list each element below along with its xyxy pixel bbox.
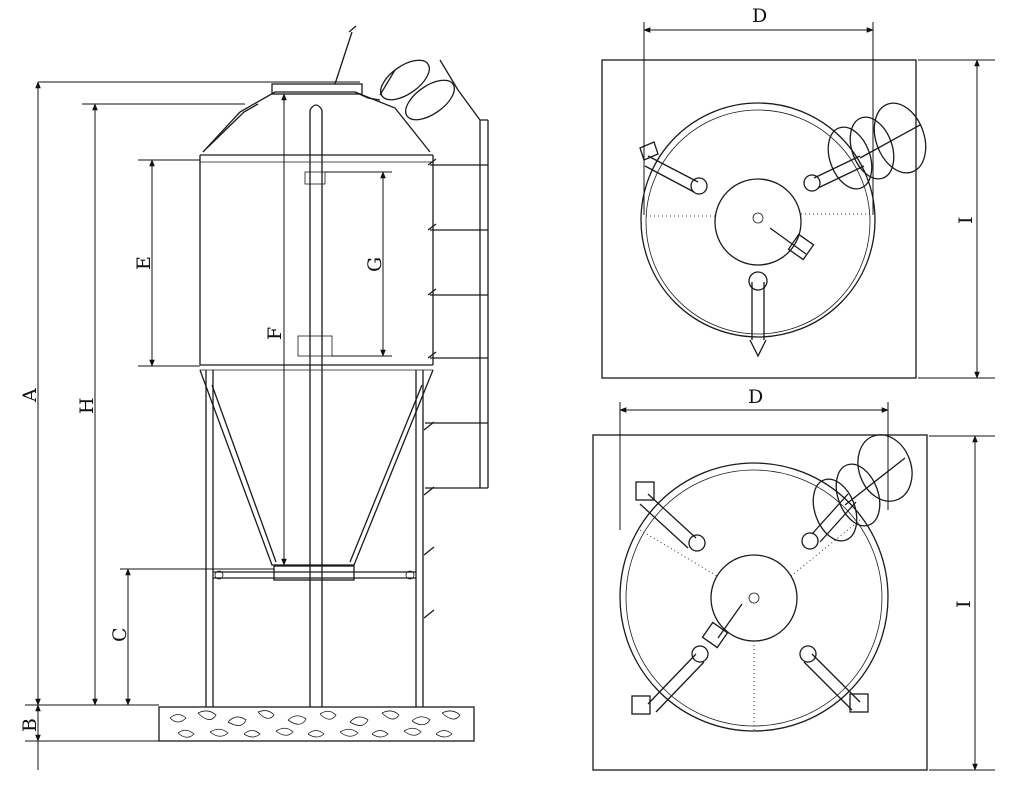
upper-center-disc xyxy=(714,178,802,266)
lower-dim-label-d: D xyxy=(748,386,763,408)
lower-leg-top-left xyxy=(635,481,706,552)
upper-hatch-lever xyxy=(769,227,815,261)
lower-dim-label-i: I xyxy=(953,600,975,608)
top-inspection-plate xyxy=(304,171,326,185)
upper-dim-label-i: I xyxy=(955,216,977,224)
lower-leg-top-right xyxy=(801,493,857,550)
dim-label-c: C xyxy=(109,627,131,642)
upper-leg-bottom xyxy=(748,271,768,358)
dim-label-f: F xyxy=(264,327,286,340)
lower-bellows xyxy=(812,434,913,542)
lower-inspection-plate xyxy=(297,335,333,357)
dim-label-e: E xyxy=(133,256,155,270)
hatch-lever xyxy=(334,31,353,85)
dim-label-a: A xyxy=(19,388,41,403)
upper-leg-left xyxy=(639,141,708,195)
top-view-lower: D I xyxy=(592,386,995,771)
silo-hopper xyxy=(199,369,434,566)
lower-center-disc xyxy=(710,554,798,642)
lower-leg-bottom-left xyxy=(631,645,709,715)
side-dimensions xyxy=(25,81,392,770)
silo-cylinder xyxy=(199,154,434,371)
side-elevation-view: A B H E C F G xyxy=(19,25,489,770)
dim-label-b: B xyxy=(19,718,41,732)
lower-hatch-lever xyxy=(701,603,743,649)
side-ladder xyxy=(423,120,489,619)
upper-dim-label-d: D xyxy=(752,5,767,27)
roof-fill-bellows xyxy=(379,59,488,121)
outlet-slide-gate xyxy=(273,565,355,581)
dim-label-g: G xyxy=(364,257,386,272)
dim-label-h: H xyxy=(76,397,98,414)
upper-bellows xyxy=(827,102,927,190)
central-fill-pipe xyxy=(309,104,323,707)
lower-leg-bottom-right xyxy=(799,645,869,713)
silo-legs xyxy=(205,370,424,707)
lower-base-square xyxy=(592,434,928,771)
top-view-upper: D I xyxy=(601,5,995,379)
upper-leg-right xyxy=(803,155,865,192)
roof-hatch xyxy=(271,83,363,95)
silo-roof xyxy=(202,25,431,153)
upper-base-square xyxy=(601,59,917,379)
concrete-foundation xyxy=(158,706,475,742)
